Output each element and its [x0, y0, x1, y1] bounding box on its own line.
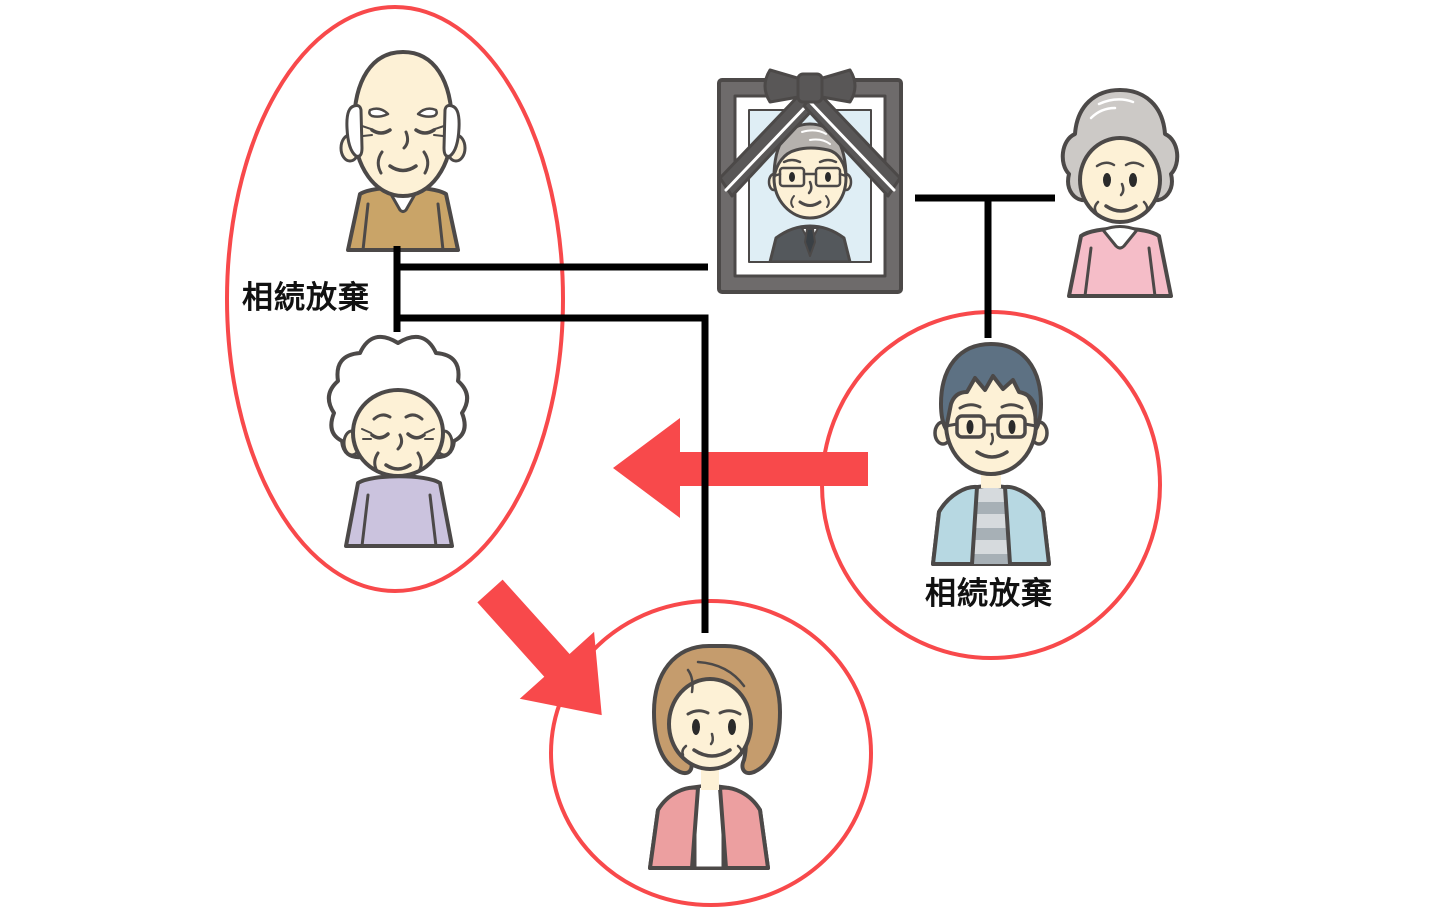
line-grandparents-to-daughter [394, 314, 709, 633]
renunciation-label-left: 相続放棄 [242, 280, 370, 315]
arrow-parents-to-daughter [477, 579, 602, 716]
arrow-son-to-parents [613, 418, 868, 518]
highlight-circle-daughter [549, 599, 873, 907]
highlight-ellipse-grandparents [225, 5, 565, 593]
mourning-ribbon-icon [718, 68, 902, 198]
grandfather-icon [339, 50, 467, 252]
deceased-memorial-portrait-icon [717, 68, 903, 294]
daughter-icon [648, 644, 782, 870]
grandmother-icon [326, 334, 470, 548]
son-icon [931, 342, 1051, 566]
widow-icon [1060, 88, 1180, 298]
renunciation-label-right: 相続放棄 [925, 576, 1053, 611]
